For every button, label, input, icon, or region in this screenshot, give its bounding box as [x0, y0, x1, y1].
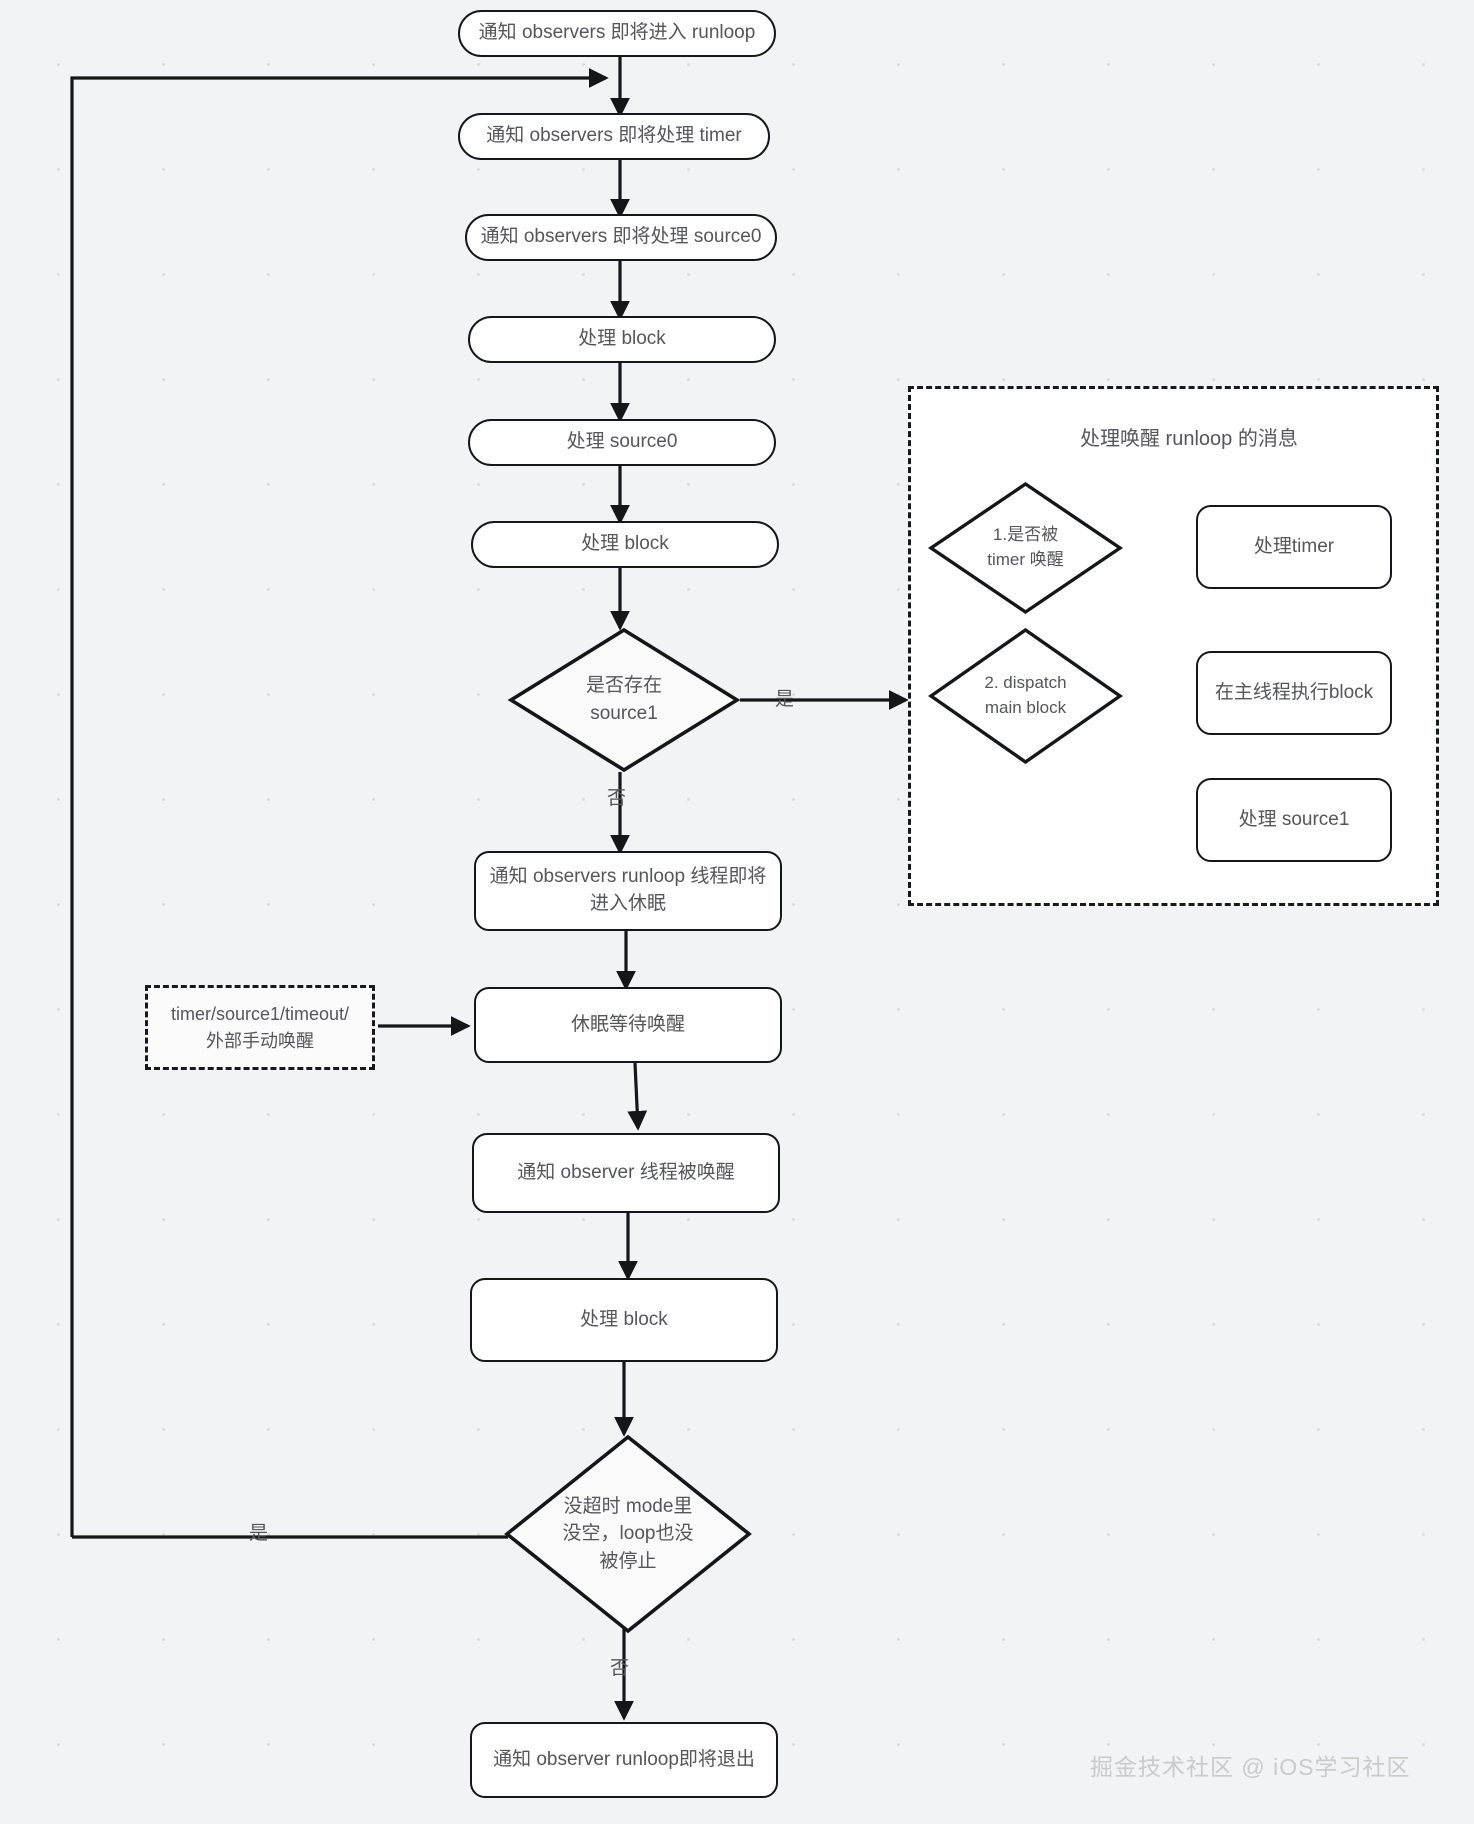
edge-label-source1-no: 否 — [607, 788, 627, 809]
edge-label-loop-no: 否 — [610, 1658, 630, 1679]
node-notify-will-process-timer[interactable]: 通知 observers 即将处理 timer — [458, 113, 770, 160]
note-wakeup-sources: timer/source1/timeout/ 外部手动唤醒 — [145, 985, 375, 1070]
edge-label-source1-yes: 是 — [775, 689, 795, 710]
node-handle-source0[interactable]: 处理 source0 — [468, 419, 776, 466]
edge-label-loop-yes: 是 — [249, 1523, 269, 1544]
decision-woken-by-timer[interactable]: 1.是否被 timer 唤醒 — [927, 481, 1124, 615]
node-notify-entering-runloop[interactable]: 通知 observers 即将进入 runloop — [458, 10, 776, 57]
node-notify-thread-woken[interactable]: 通知 observer 线程被唤醒 — [472, 1133, 780, 1213]
node-handle-block-1[interactable]: 处理 block — [468, 316, 776, 363]
decision-has-source1[interactable]: 是否存在 source1 — [507, 627, 741, 773]
node-handle-source1[interactable]: 处理 source1 — [1196, 778, 1392, 862]
decision-dispatch-main-block[interactable]: 2. dispatch main block — [928, 627, 1123, 765]
wakeup-group-title: 处理唤醒 runloop 的消息 — [1080, 428, 1298, 450]
decision-loop-continue[interactable]: 没超时 mode里 没空，loop也没 被停止 — [504, 1434, 752, 1634]
node-run-block-on-main-thread[interactable]: 在主线程执行block — [1196, 651, 1392, 735]
node-handle-timer[interactable]: 处理timer — [1196, 505, 1392, 589]
node-notify-will-process-source0[interactable]: 通知 observers 即将处理 source0 — [465, 214, 777, 261]
node-notify-thread-will-sleep[interactable]: 通知 observers runloop 线程即将 进入休眠 — [474, 851, 782, 931]
edge-n8-n9 — [627, 1062, 648, 1131]
node-handle-block-3[interactable]: 处理 block — [470, 1278, 778, 1362]
node-sleep-wait-wakeup[interactable]: 休眠等待唤醒 — [474, 987, 782, 1063]
watermark: 掘金技术社区 @ iOS学习社区 — [1090, 1754, 1411, 1780]
node-handle-block-2[interactable]: 处理 block — [471, 521, 779, 568]
node-notify-runloop-will-exit[interactable]: 通知 observer runloop即将退出 — [470, 1722, 778, 1798]
